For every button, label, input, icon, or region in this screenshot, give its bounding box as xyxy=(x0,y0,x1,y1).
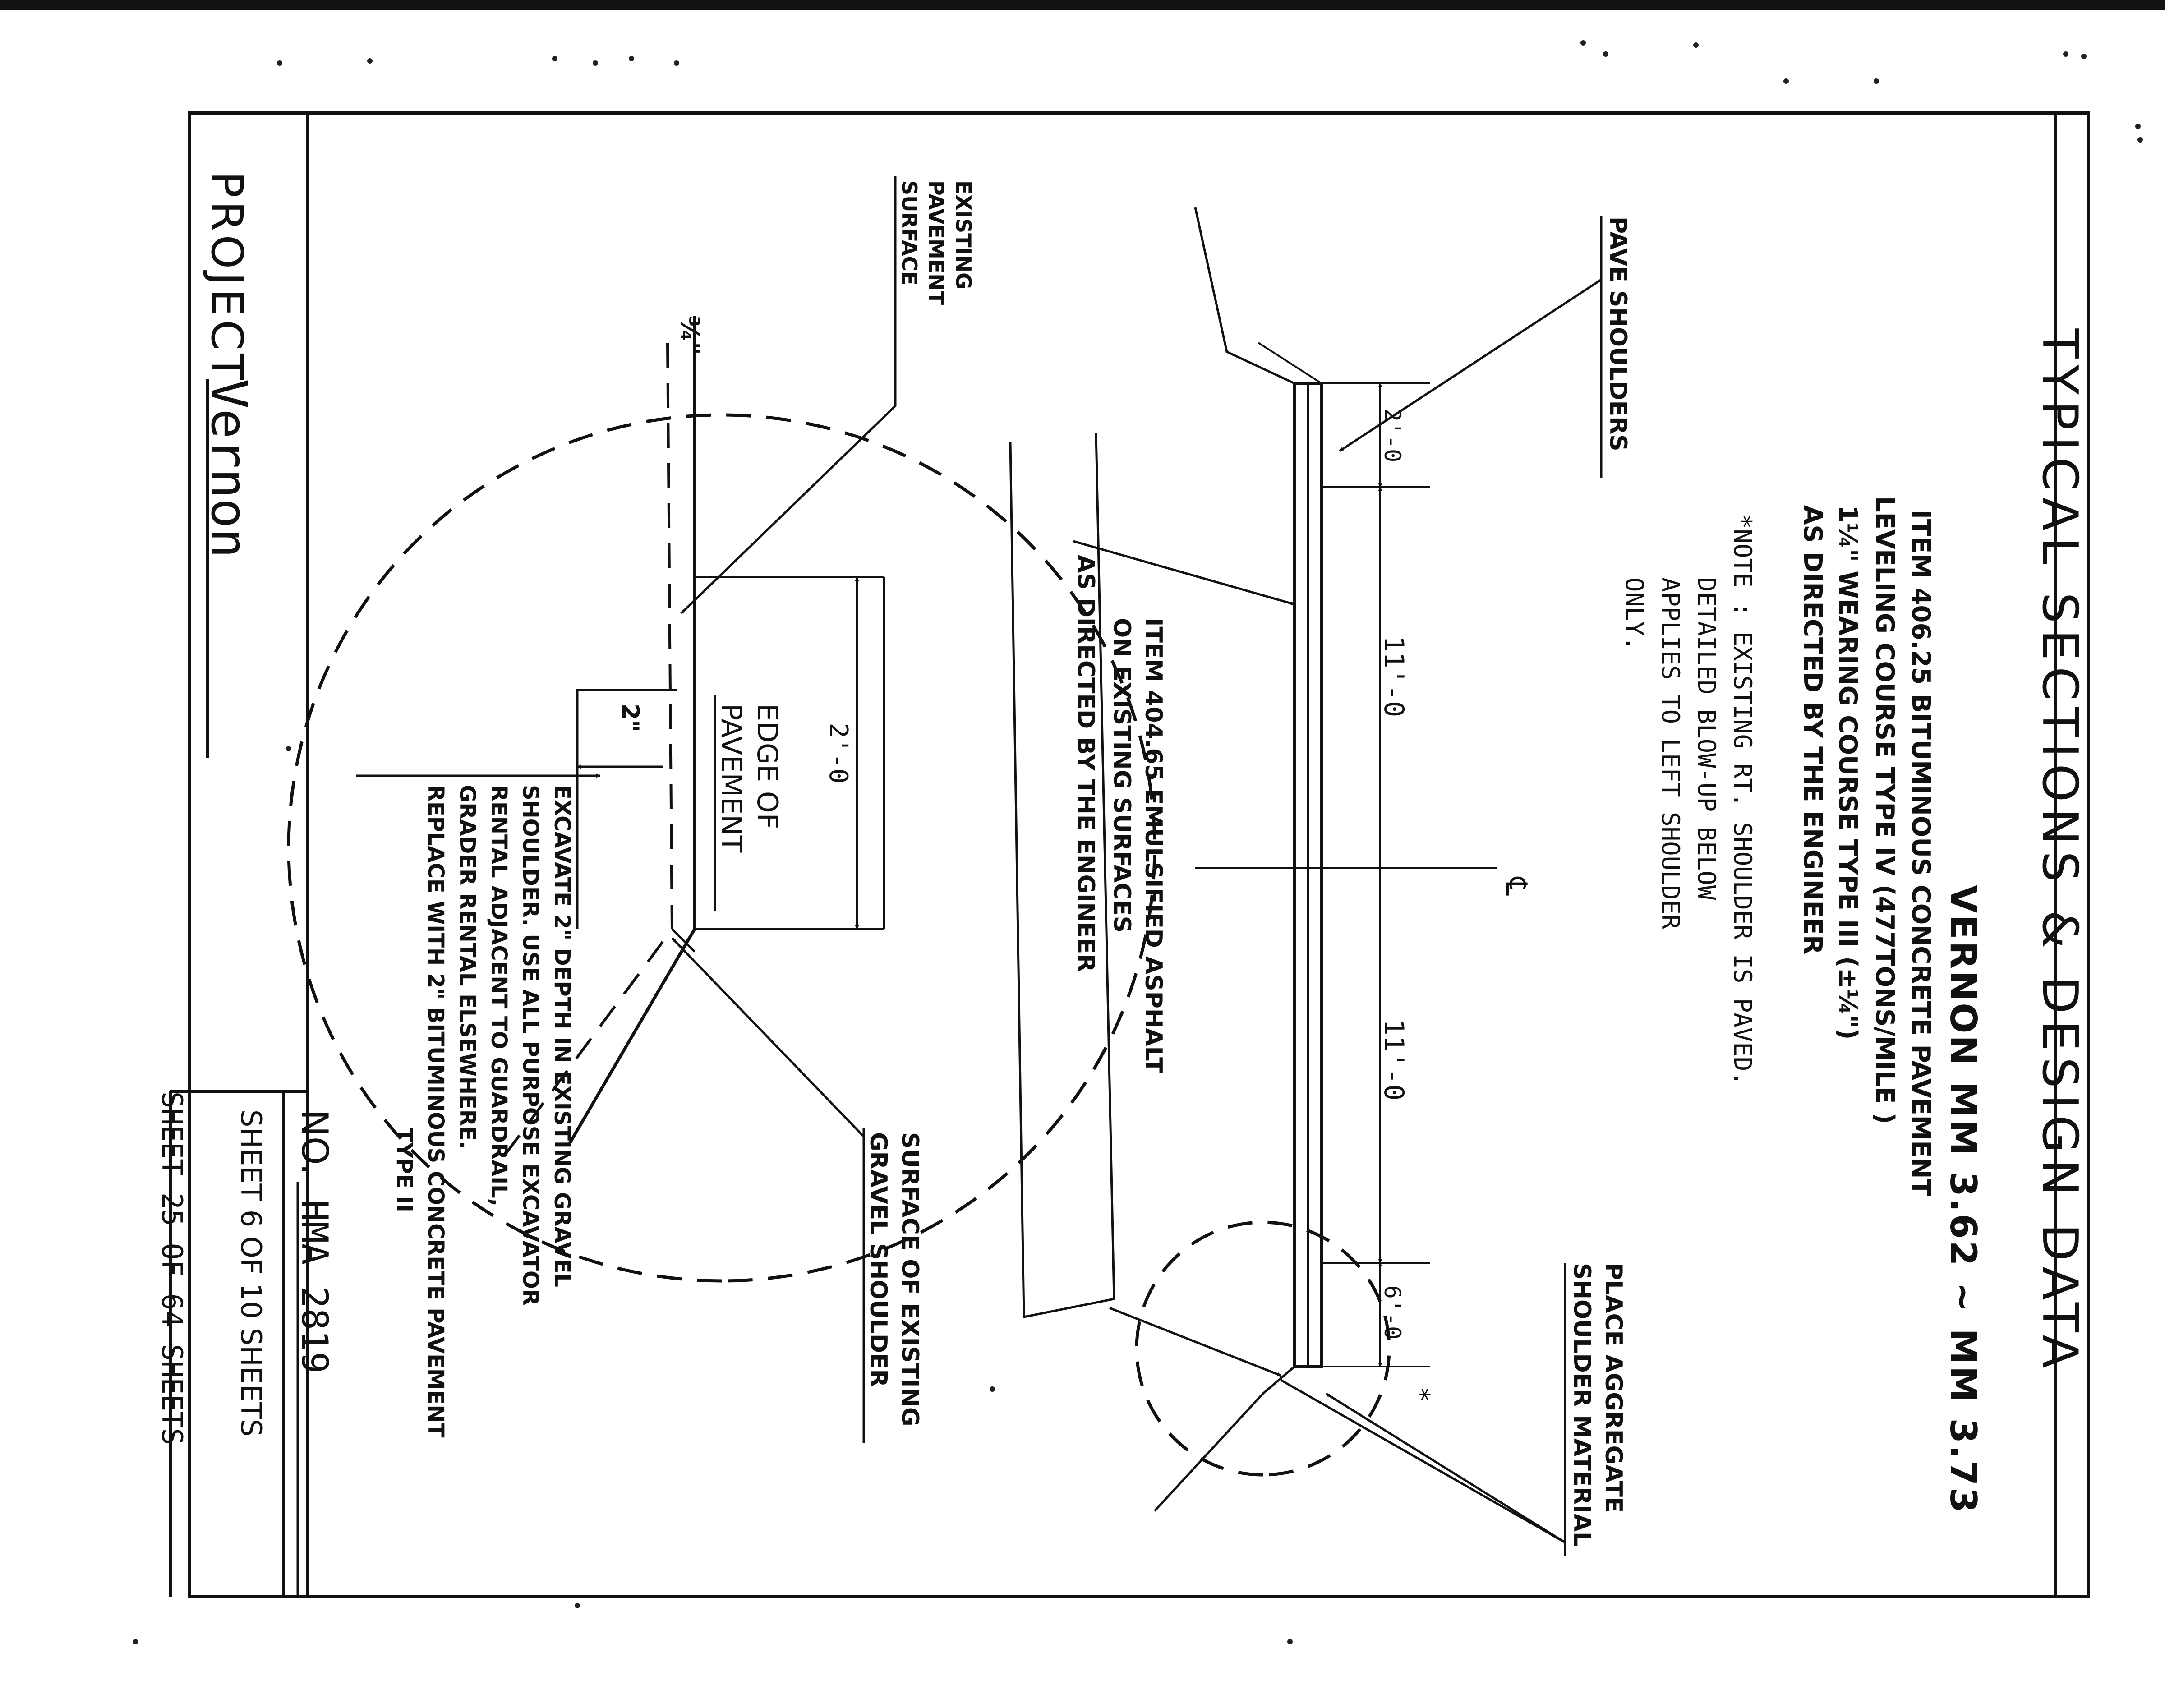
existing-surface-label-2: PAVEMENT xyxy=(924,180,949,305)
place-aggregate-leader-end xyxy=(1280,1379,1566,1544)
sheet-border xyxy=(188,111,2090,1598)
centerline-symbol: ℄ xyxy=(1499,876,1533,896)
detail-width-dim: 2'-0 xyxy=(824,723,853,784)
excavate-line-3: RENTAL ADJACENT TO GUARDRAIL, xyxy=(486,785,511,1206)
right-lane-dim: 11'-0 xyxy=(1378,1019,1410,1101)
existing-surface-leader xyxy=(680,176,897,614)
left-embankment-inner xyxy=(1258,342,1322,384)
edge-label-1: EDGE OF xyxy=(751,704,784,829)
left-embankment xyxy=(1194,207,1295,385)
gravel-label-2: GRAVEL SHOULDER xyxy=(865,1132,892,1387)
place-aggregate-leader xyxy=(1325,1392,1566,1544)
pave-shoulders-leader xyxy=(1339,278,1602,452)
right-embankment xyxy=(1154,1366,1295,1512)
emulsified-leader xyxy=(1109,1307,1281,1377)
project-label: PROJECT xyxy=(202,171,252,384)
location-label: VERNON MM 3.62 ~ MM 3.73 xyxy=(1942,885,1984,1515)
emulsified-leader-left xyxy=(1073,540,1295,606)
gravel-label-1: SURFACE OF EXISTING xyxy=(896,1132,923,1427)
left-lane-dim: 11'-0 xyxy=(1378,636,1410,718)
note-line-1: *NOTE : EXISTING RT. SHOULDER IS PAVED. xyxy=(1728,514,1757,1086)
excavate-line-2: SHOULDER. USE ALL PURPOSE EXCAVATOR xyxy=(518,785,543,1306)
edge-label-2: PAVEMENT xyxy=(715,704,748,853)
wearing-course-line: 1¼" WEARING COURSE TYPE III (±¼") xyxy=(1833,505,1862,1040)
sheet-total-label: SHEET 25 OF 64 SHEETS xyxy=(156,1091,189,1445)
number-value: HMA 2819 xyxy=(294,1200,336,1373)
number-label: NO. xyxy=(294,1110,336,1175)
excavate-line-6: TYPE II xyxy=(392,1128,417,1212)
excavate-line-5: REPLACE WITH 2" BITUMINOUS CONCRETE PAVE… xyxy=(423,785,448,1438)
gravel-leader xyxy=(671,937,865,1137)
rotated-drawing: TYPICAL SECTIONS & DESIGN DATA VERNON MM… xyxy=(156,171,2088,1597)
existing-surface-label-3: SURFACE xyxy=(897,180,921,285)
emulsified-line-2: ON EXISTING SURFACES xyxy=(1108,618,1135,933)
leveling-item-line-1: ITEM 406.25 BITUMINOUS CONCRETE PAVEMENT xyxy=(1906,510,1935,1196)
directed-by-engineer-line: AS DIRECTED BY THE ENGINEER xyxy=(1798,505,1827,954)
detail-pavement-edge xyxy=(671,928,696,953)
left-shoulder-dim: 2'-0 xyxy=(1379,408,1405,462)
excavate-line-4: GRADER RENTAL ELSEWHERE. xyxy=(455,785,480,1149)
sheet-of-label: SHEET 6 OF 10 SHEETS xyxy=(235,1110,267,1436)
pave-shoulders-label: PAVE SHOULDERS xyxy=(1604,216,1631,451)
existing-surface-label-1: EXISTING xyxy=(951,180,976,290)
note-line-3: APPLIES TO LEFT SHOULDER xyxy=(1656,577,1685,930)
note-line-4: ONLY. xyxy=(1620,577,1649,651)
emulsified-line-3: AS DIRECTED BY THE ENGINEER xyxy=(1072,555,1099,972)
project-name: Vernon xyxy=(200,379,258,558)
place-aggregate-label-2: SHOULDER MATERIAL xyxy=(1568,1263,1595,1547)
leveling-item-line-2: LEVELING COURSE TYPE IV (477TONS/MILE ) xyxy=(1870,496,1899,1124)
emulsified-line-1: ITEM 404.65 EMULSIFIED ASPHALT xyxy=(1140,618,1167,1073)
excavate-line-1: EXCAVATE 2" DEPTH IN EXISTING GRAVEL xyxy=(549,785,575,1287)
dimension-ticks xyxy=(1195,382,1497,1367)
sheet-title: TYPICAL SECTIONS & DESIGN DATA xyxy=(2031,328,2088,1375)
scan-speckles xyxy=(133,40,2143,1644)
thickness-label: ¾" xyxy=(675,316,704,355)
depth-label: 2" xyxy=(617,704,644,732)
emulsified-outline xyxy=(1009,433,1115,1319)
detail-excavation-outline xyxy=(576,689,677,929)
place-aggregate-label-1: PLACE AGGREGATE xyxy=(1600,1263,1627,1513)
right-shoulder-asterisk: * xyxy=(1405,1387,1435,1402)
scan-top-edge xyxy=(0,0,2165,10)
detail-callout-circle xyxy=(287,413,1156,1283)
note-line-2: DETAILED BLOW-UP BELOW xyxy=(1692,577,1721,900)
right-shoulder-dim: 6'-0 xyxy=(1379,1285,1405,1340)
right-shoulder-callout-circle xyxy=(1135,1220,1391,1477)
